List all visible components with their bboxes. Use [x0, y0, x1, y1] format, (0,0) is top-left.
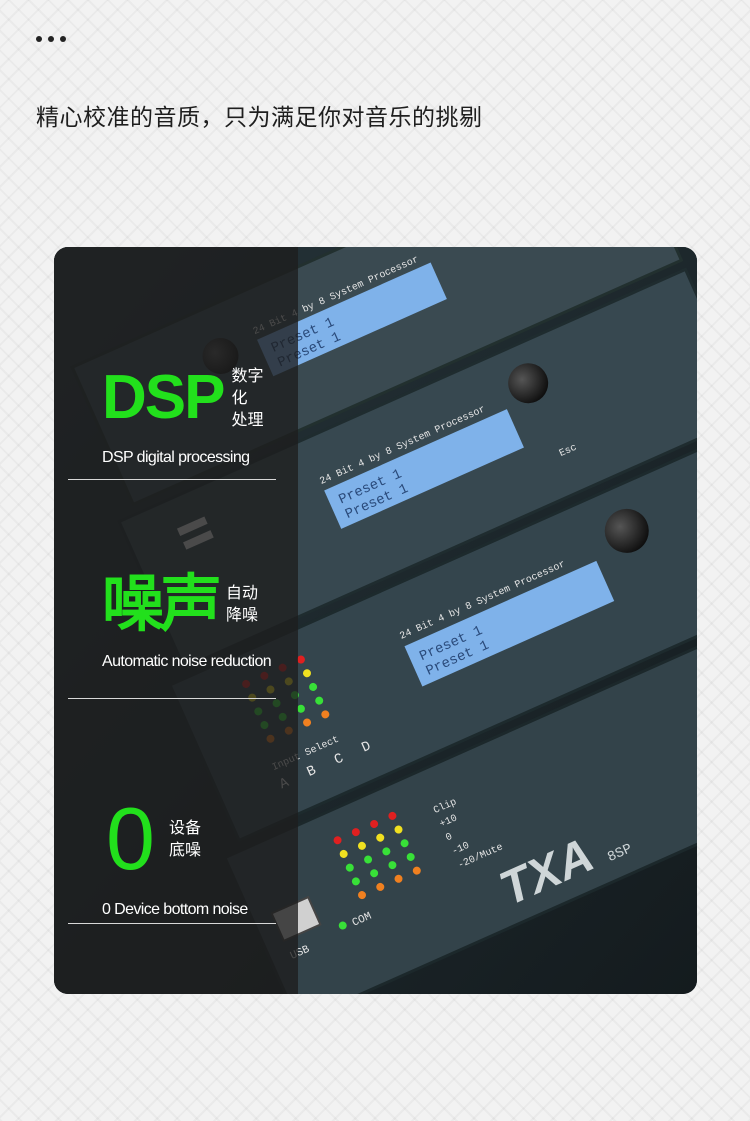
feature-zero-english: 0 Device bottom noise: [102, 901, 248, 918]
device-rack-illustration: Preset 1 Preset 1 24 Bit 4 by 8 System P…: [54, 247, 697, 994]
feature-noise-title: 噪声: [102, 567, 222, 640]
feature-zero-noise: 0 设备 底噪 0 Device bottom noise: [102, 795, 277, 919]
feature-zero-title: 0: [106, 789, 155, 888]
feature-noise-subtitle: 自动 降噪: [226, 583, 259, 624]
dot: [36, 36, 42, 42]
features-overlay-panel: DSP 数字化 处理 DSP digital processing 噪声 自动 …: [54, 247, 298, 994]
divider: [68, 479, 276, 480]
divider: [68, 698, 276, 699]
page-headline: 精心校准的音质，只为满足你对音乐的挑剔: [36, 105, 483, 131]
dot: [48, 36, 54, 42]
feature-zero-subtitle: 设备 底噪: [168, 818, 201, 859]
svg-text:0: 0: [444, 832, 454, 844]
product-image-card: Preset 1 Preset 1 24 Bit 4 by 8 System P…: [54, 247, 697, 994]
feature-noise-english: Automatic noise reduction: [102, 653, 272, 670]
feature-dsp-english: DSP digital processing: [102, 449, 250, 466]
feature-dsp-subtitle: 数字化 处理: [231, 366, 264, 429]
feature-noise: 噪声 自动 降噪 Automatic noise reduction: [102, 573, 277, 671]
feature-dsp-title: DSP: [102, 363, 225, 432]
feature-dsp: DSP 数字化 处理 DSP digital processing: [102, 365, 277, 467]
divider: [68, 923, 276, 924]
more-options-icon[interactable]: [36, 36, 66, 42]
device-unit: Preset 1 Preset 1 24 Bit 4 by 8 System P…: [167, 422, 697, 843]
dot: [60, 36, 66, 42]
